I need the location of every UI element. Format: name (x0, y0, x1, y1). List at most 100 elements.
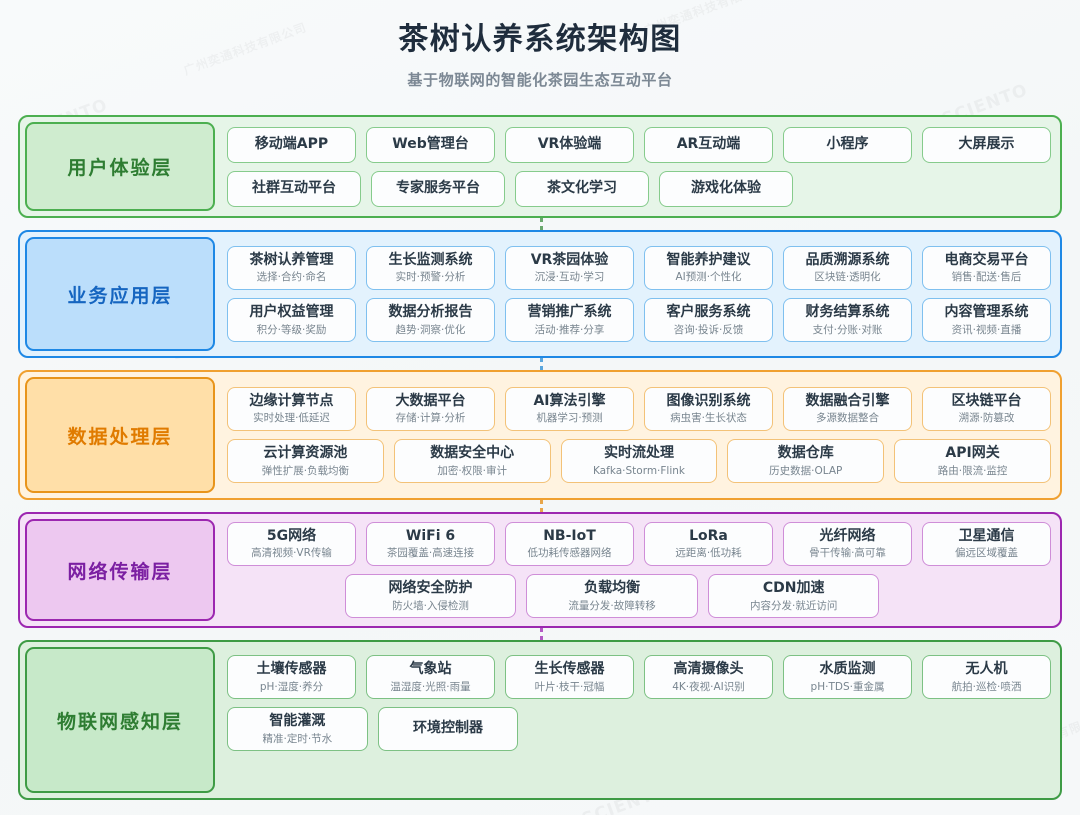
layer-body-business-application: 茶树认养管理选择·合约·命名 生长监测系统实时·预警·分析 VR茶园体验沉浸·互… (223, 237, 1055, 351)
node-title: 大屏展示 (958, 135, 1015, 152)
node-growth-sensor[interactable]: 生长传感器叶片·枝干·冠幅 (505, 655, 634, 700)
node-title: NB-IoT (543, 527, 596, 544)
node-cloud-resource-pool[interactable]: 云计算资源池弹性扩展·负载均衡 (227, 439, 384, 484)
node-title: 社群互动平台 (252, 179, 336, 196)
node-subtitle: 流量分发·故障转移 (568, 599, 656, 612)
node-data-warehouse[interactable]: 数据仓库历史数据·OLAP (727, 439, 885, 484)
node-vr-garden[interactable]: VR茶园体验沉浸·互动·学习 (505, 245, 634, 290)
node-title: 茶文化学习 (547, 179, 617, 196)
node-title: 实时流处理 (603, 445, 674, 461)
node-community-platform[interactable]: 社群互动平台 (227, 170, 361, 207)
node-subtitle: 活动·推荐·分享 (534, 323, 605, 336)
node-data-security-center[interactable]: 数据安全中心加密·权限·审计 (393, 439, 551, 484)
row-spacer (227, 574, 335, 618)
node-environment-controller[interactable]: 环境控制器 (377, 707, 519, 752)
node-5g-network[interactable]: 5G网络高清视频·VR传输 (227, 521, 356, 566)
layer-connector-4 (540, 628, 543, 640)
node-customer-service[interactable]: 客户服务系统咨询·投诉·反馈 (644, 298, 773, 343)
node-subtitle: 溯源·防篡改 (958, 412, 1015, 425)
node-subtitle: 实时处理·低延迟 (253, 412, 330, 425)
node-weather-station[interactable]: 气象站温湿度·光照·雨量 (366, 655, 495, 700)
layer-data-processing: 数据处理层 边缘计算节点实时处理·低延迟 大数据平台存储·计算·分析 AI算法引… (18, 370, 1062, 500)
node-fiber-network[interactable]: 光纤网络骨干传输·高可靠 (783, 521, 912, 566)
node-finance-settlement[interactable]: 财务结算系统支付·分账·对账 (783, 298, 912, 343)
node-title: AR互动端 (676, 135, 741, 152)
layer-label-user-experience: 用户体验层 (25, 122, 215, 211)
node-mini-program[interactable]: 小程序 (783, 126, 912, 163)
node-subtitle: 实时·预警·分析 (395, 271, 466, 284)
node-api-gateway[interactable]: API网关路由·限流·监控 (894, 439, 1051, 484)
node-title: 专家服务平台 (396, 179, 480, 196)
page-subtitle: 基于物联网的智能化茶园生态互动平台 (407, 71, 673, 89)
node-user-rights-management[interactable]: 用户权益管理积分·等级·奖励 (227, 298, 356, 343)
node-title: 数据仓库 (777, 445, 834, 461)
node-title: VR茶园体验 (530, 251, 609, 268)
node-image-recognition[interactable]: 图像识别系统病虫害·生长状态 (644, 386, 773, 431)
node-satellite-comm[interactable]: 卫星通信偏远区域覆盖 (922, 521, 1051, 566)
node-title: 负载均衡 (584, 580, 641, 596)
node-marketing-system[interactable]: 营销推广系统活动·推荐·分享 (505, 298, 634, 343)
node-title: 内容管理系统 (944, 304, 1029, 320)
node-cdn-acceleration[interactable]: CDN加速内容分发·就近访问 (707, 574, 880, 619)
node-subtitle: AI预测·个性化 (675, 271, 742, 284)
node-title: 环境控制器 (413, 720, 483, 737)
node-load-balancing[interactable]: 负载均衡流量分发·故障转移 (526, 574, 698, 619)
node-large-screen[interactable]: 大屏展示 (922, 126, 1051, 163)
node-title: 图像识别系统 (666, 392, 751, 409)
node-quality-traceability[interactable]: 品质溯源系统区块链·透明化 (783, 245, 912, 290)
node-subtitle: 支付·分账·对账 (812, 323, 883, 336)
node-title: 用户权益管理 (249, 304, 334, 320)
node-subtitle: 弹性扩展·负载均衡 (261, 464, 350, 477)
node-subtitle: 远距离·低功耗 (675, 547, 742, 560)
node-blockchain-platform[interactable]: 区块链平台溯源·防篡改 (922, 386, 1051, 431)
row-spacer (889, 574, 1051, 618)
node-ecommerce-platform[interactable]: 电商交易平台销售·配送·售后 (922, 245, 1051, 290)
layer-business-application: 业务应用层 茶树认养管理选择·合约·命名 生长监测系统实时·预警·分析 VR茶园… (18, 230, 1062, 358)
node-lora[interactable]: LoRa 远距离·低功耗 (644, 521, 773, 566)
layer-connector-1 (540, 218, 543, 230)
node-web-console[interactable]: Web管理台 (366, 126, 495, 163)
node-mobile-app[interactable]: 移动端APP (227, 126, 356, 163)
layer-label-data-processing: 数据处理层 (25, 377, 215, 493)
node-adoption-management[interactable]: 茶树认养管理选择·合约·命名 (227, 245, 356, 290)
node-data-fusion-engine[interactable]: 数据融合引擎多源数据整合 (783, 386, 912, 431)
node-title: 土壤传感器 (256, 661, 327, 677)
node-smart-irrigation[interactable]: 智能灌溉精准·定时·节水 (227, 707, 368, 752)
node-subtitle: pH·TDS·重金属 (810, 680, 885, 693)
node-ar-client[interactable]: AR互动端 (644, 126, 773, 163)
node-data-analysis-report[interactable]: 数据分析报告趋势·洞察·优化 (366, 298, 495, 343)
node-title: 高清摄像头 (673, 661, 744, 677)
node-network-security[interactable]: 网络安全防护防火墙·入侵检测 (344, 574, 517, 619)
node-title: 气象站 (409, 661, 452, 677)
node-title: 财务结算系统 (805, 304, 890, 320)
node-expert-service[interactable]: 专家服务平台 (371, 170, 505, 207)
node-ai-algorithm-engine[interactable]: AI算法引擎机器学习·预测 (505, 386, 634, 431)
node-growth-monitoring[interactable]: 生长监测系统实时·预警·分析 (366, 245, 495, 290)
node-vr-client[interactable]: VR体验端 (505, 126, 634, 163)
node-bigdata-platform[interactable]: 大数据平台存储·计算·分析 (366, 386, 495, 431)
node-title: 电商交易平台 (944, 251, 1029, 268)
node-title: LoRa (689, 527, 728, 544)
node-content-management[interactable]: 内容管理系统资讯·视频·直播 (922, 298, 1051, 343)
node-title: 游戏化体验 (691, 179, 761, 196)
node-edge-computing[interactable]: 边缘计算节点实时处理·低延迟 (227, 386, 356, 431)
node-subtitle: 加密·权限·审计 (437, 464, 508, 477)
node-title: 数据分析报告 (388, 304, 473, 320)
node-gamified-experience[interactable]: 游戏化体验 (659, 170, 793, 207)
layer-body-user-experience: 移动端APP Web管理台 VR体验端 AR互动端 小程序 大屏展示 社群互动平… (223, 122, 1055, 211)
node-title: CDN加速 (762, 580, 825, 596)
node-subtitle: 路由·限流·监控 (937, 464, 1008, 477)
node-drone[interactable]: 无人机航拍·巡检·喷洒 (922, 655, 1051, 700)
node-tea-culture-learning[interactable]: 茶文化学习 (515, 170, 649, 207)
node-title: WiFi 6 (405, 527, 456, 544)
